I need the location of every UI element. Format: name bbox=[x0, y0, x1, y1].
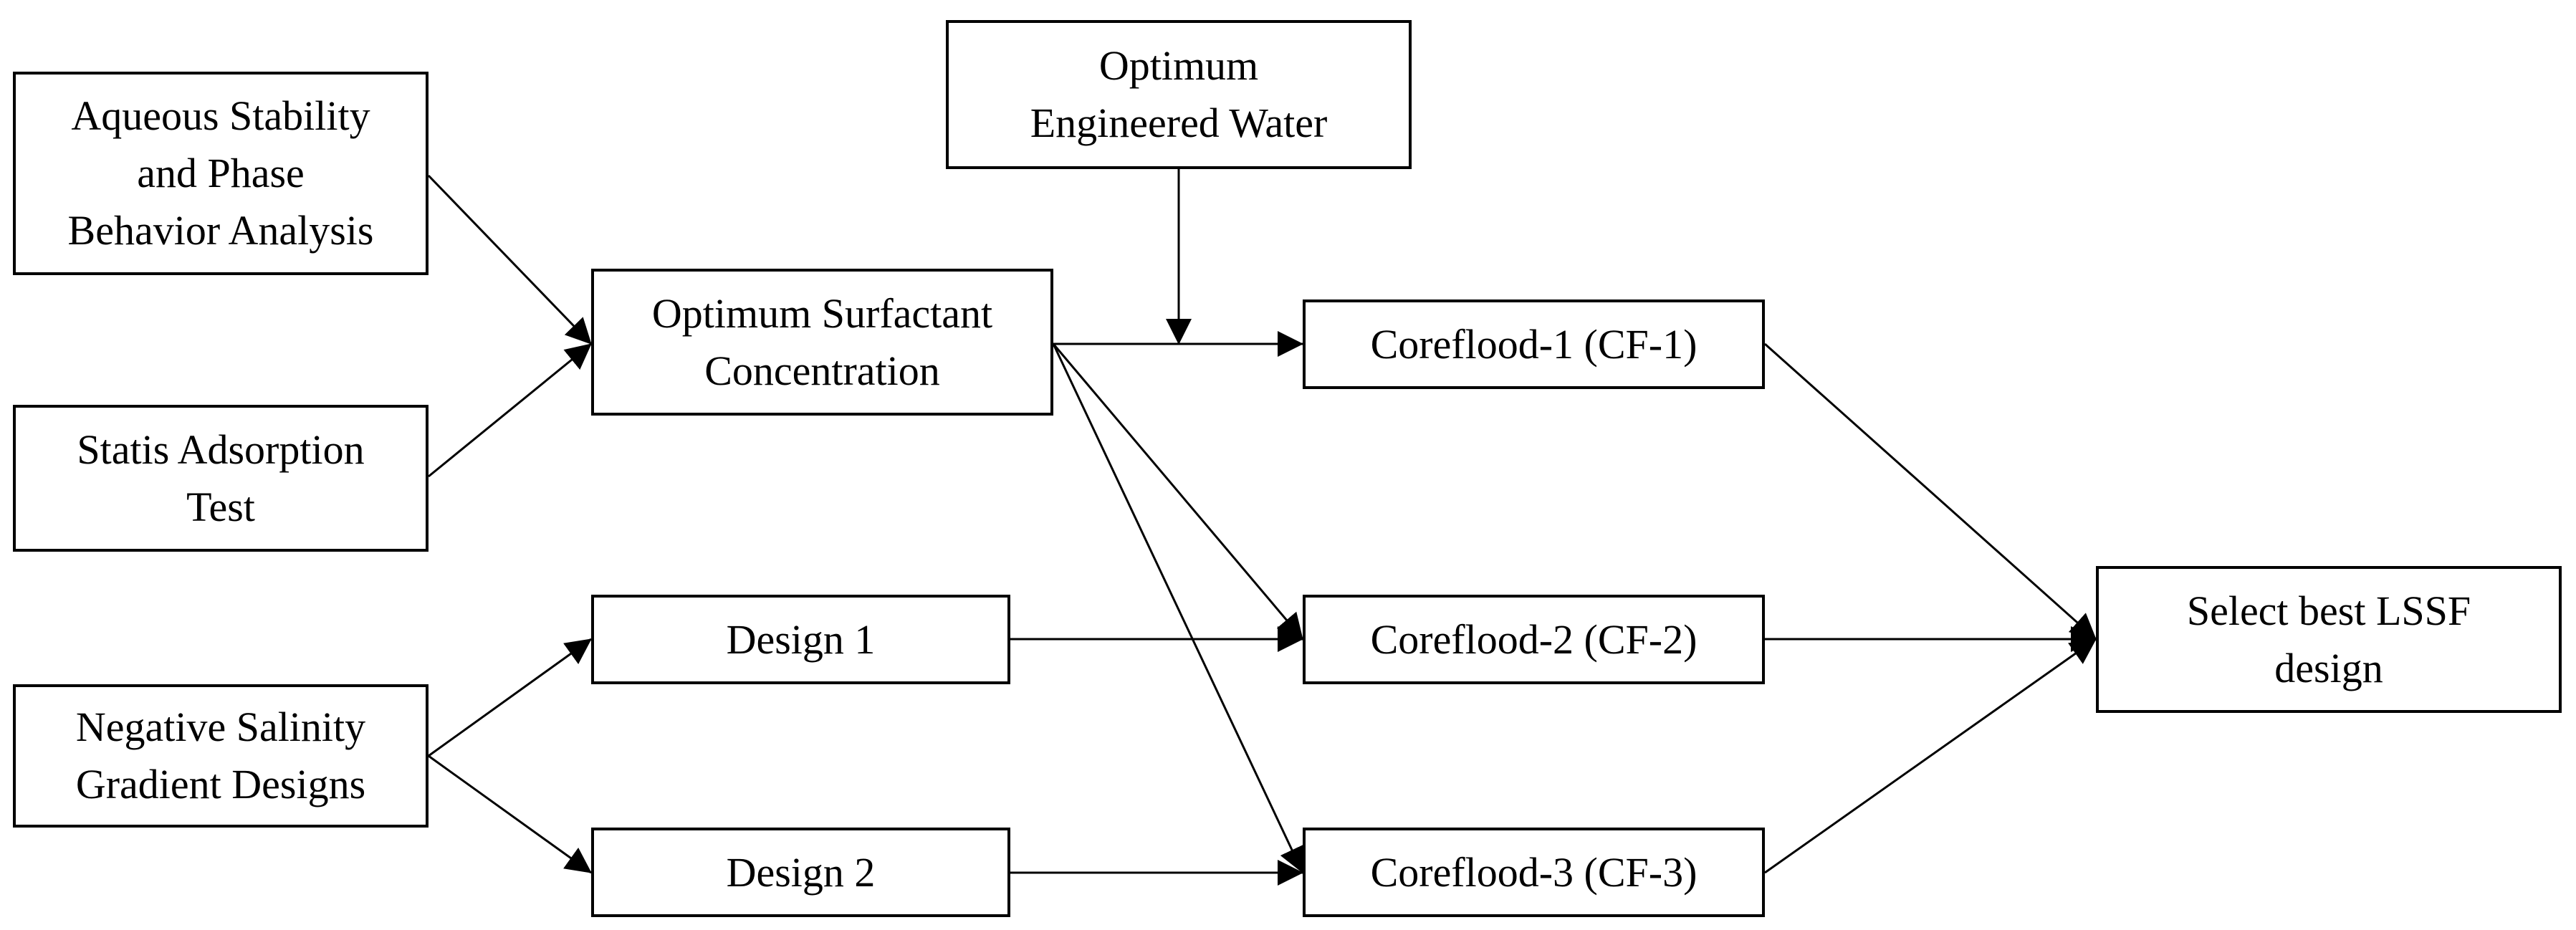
node-coreflood-3: Coreflood-3 (CF-3) bbox=[1303, 828, 1765, 917]
edge-salinity-to-design2 bbox=[428, 754, 592, 874]
node-label: Design 2 bbox=[726, 848, 876, 896]
node-label: Negative Salinity Gradient Designs bbox=[75, 704, 366, 807]
node-optimum-engineered-water: Optimum Engineered Water bbox=[946, 20, 1412, 169]
node-coreflood-1: Coreflood-1 (CF-1) bbox=[1303, 299, 1765, 389]
node-negative-salinity: Negative Salinity Gradient Designs bbox=[13, 684, 428, 828]
node-label: Optimum Engineered Water bbox=[1030, 42, 1328, 146]
node-label: Coreflood-3 (CF-3) bbox=[1370, 848, 1698, 896]
node-optimum-surfactant: Optimum Surfactant Concentration bbox=[591, 269, 1053, 416]
node-design-2: Design 2 bbox=[591, 828, 1010, 917]
edge-adsorption-to-surfactant bbox=[428, 342, 592, 478]
edge-surfactant-to-cf2 bbox=[1052, 343, 1304, 640]
node-aqueous-stability: Aqueous Stability and Phase Behavior Ana… bbox=[13, 72, 428, 275]
edge-aqueous-to-surfactant bbox=[427, 174, 593, 345]
node-select-best-lssf: Select best LSSF design bbox=[2096, 566, 2562, 713]
edge-cf1-to-select bbox=[1764, 342, 2097, 641]
edge-cf3-to-select bbox=[1764, 638, 2097, 874]
node-label: Aqueous Stability and Phase Behavior Ana… bbox=[67, 92, 374, 254]
node-label: Coreflood-1 (CF-1) bbox=[1370, 320, 1698, 368]
node-label: Design 1 bbox=[726, 615, 876, 663]
node-coreflood-2: Coreflood-2 (CF-2) bbox=[1303, 595, 1765, 684]
node-label: Optimum Surfactant Concentration bbox=[651, 289, 993, 394]
node-label: Select best LSSF design bbox=[2186, 587, 2471, 691]
edge-salinity-to-design1 bbox=[428, 638, 592, 757]
node-static-adsorption: Statis Adsorption Test bbox=[13, 405, 428, 552]
edge-surfactant-to-cf3 bbox=[1052, 343, 1304, 873]
node-label: Statis Adsorption Test bbox=[77, 426, 365, 530]
node-design-1: Design 1 bbox=[591, 595, 1010, 684]
node-label: Coreflood-2 (CF-2) bbox=[1370, 615, 1698, 663]
